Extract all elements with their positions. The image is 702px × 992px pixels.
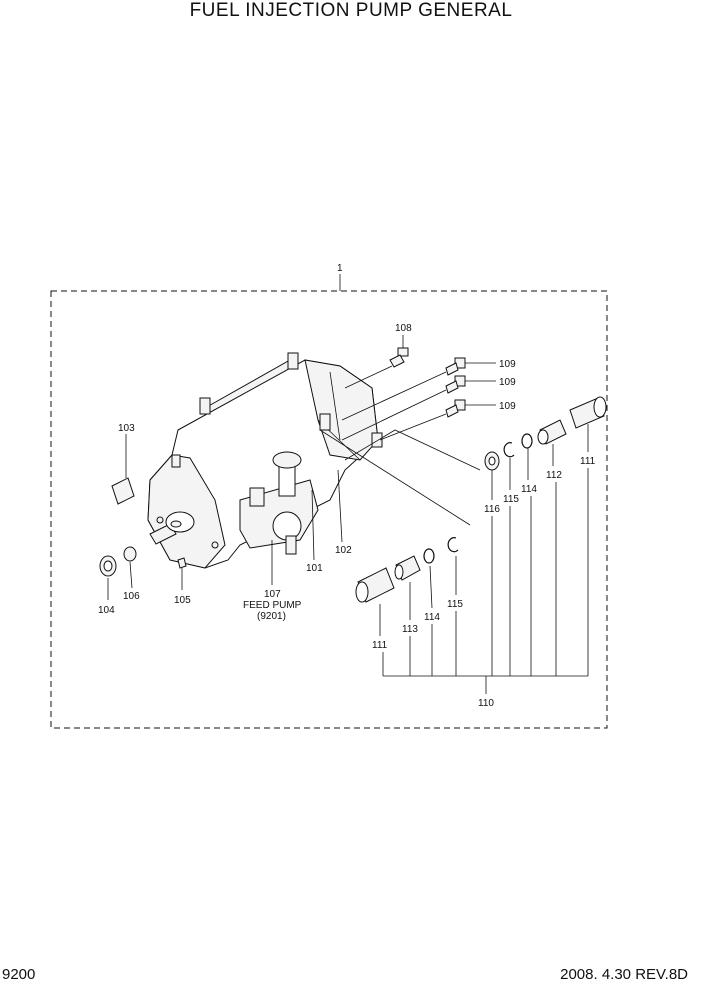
part-114-o-ring-lower [423,548,435,564]
part-108-bolt [389,347,409,368]
callout-105: 105 [174,595,191,606]
part-112-valve [537,419,567,445]
revision-date: 2008. 4.30 REV.8D [560,966,688,983]
assembly-boundary [50,290,608,729]
callout-109-c: 109 [499,401,516,412]
callout-115-upper: 115 [503,494,519,505]
callout-106: 106 [123,591,140,602]
part-106-washer [123,546,137,562]
callout-107: 107 [264,589,281,600]
page-number: 9200 [2,966,36,983]
callout-102: 102 [335,545,352,556]
callout-108: 108 [395,323,412,334]
callout-115-lower: 115 [447,599,463,610]
page-title: FUEL INJECTION PUMP GENERAL [189,0,513,21]
part-103-cap [111,477,135,505]
part-111-cap-upper [569,396,607,429]
part-111-cap-lower [355,567,395,603]
callout-116: 116 [484,504,500,515]
part-109-bolt [445,357,466,418]
callout-107-reference: (9201) [257,611,286,622]
callout-113: 113 [402,624,418,635]
callout-111-lower: 111 [372,640,388,651]
part-114-o-ring [521,433,533,449]
callout-109-a: 109 [499,359,516,370]
part-115-snap-ring-lower [447,537,459,553]
callout-114-upper: 114 [521,484,537,495]
part-105-key [177,557,187,569]
part-113-valve-holder [394,555,421,581]
part-115-snap-ring [503,442,515,458]
callout-110: 110 [478,698,494,709]
callout-109-b: 109 [499,377,516,388]
callout-112: 112 [546,470,562,481]
callout-114-lower: 114 [424,612,440,623]
injection-pump-body [147,352,383,569]
callout-107-description: FEED PUMP [243,600,302,611]
callout-104: 104 [98,605,115,616]
callout-1: 1 [337,263,343,274]
callout-103: 103 [118,423,135,434]
callout-101: 101 [306,563,323,574]
callout-111-upper: 111 [580,456,596,467]
